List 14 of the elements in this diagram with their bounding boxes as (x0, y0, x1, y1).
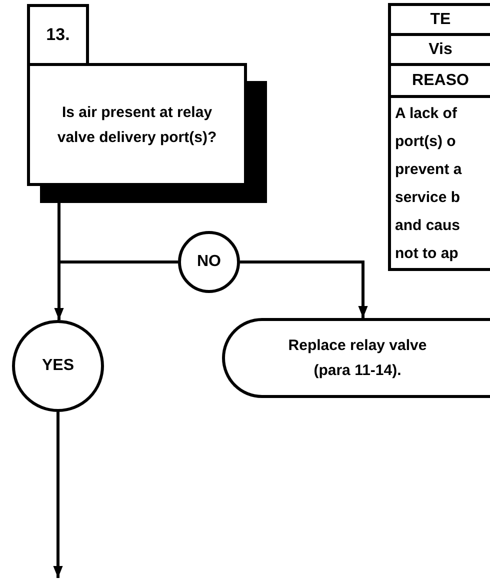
info-table (388, 3, 490, 271)
action-terminal (222, 318, 490, 398)
connector-arrow (240, 260, 368, 318)
reason-text: A lack of port(s) o prevent a service b and caus not to ap (395, 104, 463, 264)
answer-text: NO (197, 252, 221, 272)
decision-box (27, 4, 267, 203)
answer-text: YES (42, 356, 74, 376)
table-header: Vis (428, 40, 452, 60)
question-text: Is air present at relay valve delivery port(s)? (56, 102, 218, 148)
table-header: REASO (412, 70, 469, 90)
step-number: 13. (46, 24, 70, 46)
action-text: Replace relay valve (para 11-14). (287, 336, 428, 381)
connector-arrow (53, 412, 63, 578)
table-header: TE (430, 10, 451, 30)
